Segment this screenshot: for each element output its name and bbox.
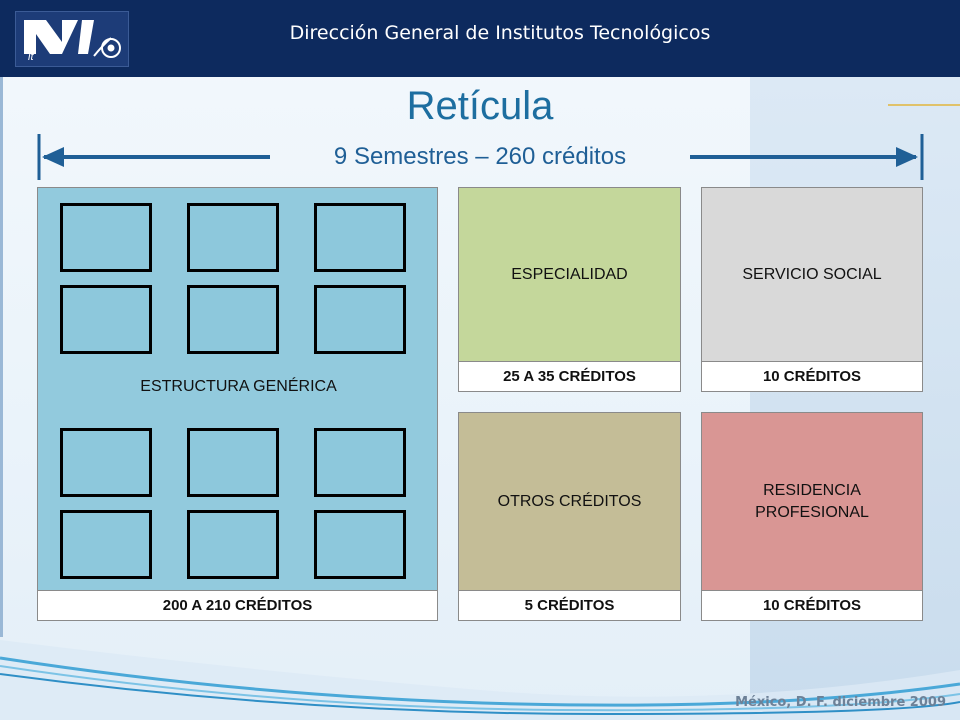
residency-credits: 10 CRÉDITOS [702,590,922,620]
other-credits-block: OTROS CRÉDITOS 5 CRÉDITOS [458,412,681,621]
footer-date: México, D. F. diciembre 2009 [735,695,946,710]
residency-block: RESIDENCIA PROFESIONAL 10 CRÉDITOS [701,412,923,621]
generic-structure-label: ESTRUCTURA GENÉRICA [140,378,337,395]
it-logo-icon: it [15,11,129,67]
specialty-label: ESPECIALIDAD [511,266,628,283]
slot-5 [187,285,279,354]
slot-8 [187,428,279,497]
specialty-credits: 25 A 35 CRÉDITOS [459,361,680,391]
slot-2 [187,203,279,272]
specialty-block: ESPECIALIDAD 25 A 35 CRÉDITOS [458,187,681,392]
header-title: Dirección General de Institutos Tecnológ… [289,22,711,44]
slot-10 [60,510,152,579]
gear-emblem-icon [93,37,121,58]
logo-text: it [28,51,34,63]
subtitle: 9 Semestres – 260 créditos [333,143,627,170]
slot-9 [314,428,406,497]
residency-label: RESIDENCIA PROFESIONAL [755,482,869,521]
generic-structure-block: ESTRUCTURA GENÉRICA 200 A 210 CRÉDITOS [37,187,438,621]
social-service-block: SERVICIO SOCIAL 10 CRÉDITOS [701,187,923,392]
decorative-gold-line [888,104,960,106]
decorative-left-strip [0,77,3,637]
social-service-label: SERVICIO SOCIAL [742,266,882,283]
slot-3 [314,203,406,272]
other-credits-credits: 5 CRÉDITOS [459,590,680,620]
slot-6 [314,285,406,354]
double-arrow-icon [37,134,924,180]
page-title: Retícula [406,84,554,128]
slot-7 [60,428,152,497]
header-bar: it Dirección General de Institutos Tecno… [0,0,960,77]
slot-12 [314,510,406,579]
generic-structure-credits: 200 A 210 CRÉDITOS [38,590,437,620]
decorative-wave [0,640,960,720]
social-service-credits: 10 CRÉDITOS [702,361,922,391]
slot-11 [187,510,279,579]
other-credits-label: OTROS CRÉDITOS [497,493,642,510]
slot-4 [60,285,152,354]
slot-1 [60,203,152,272]
